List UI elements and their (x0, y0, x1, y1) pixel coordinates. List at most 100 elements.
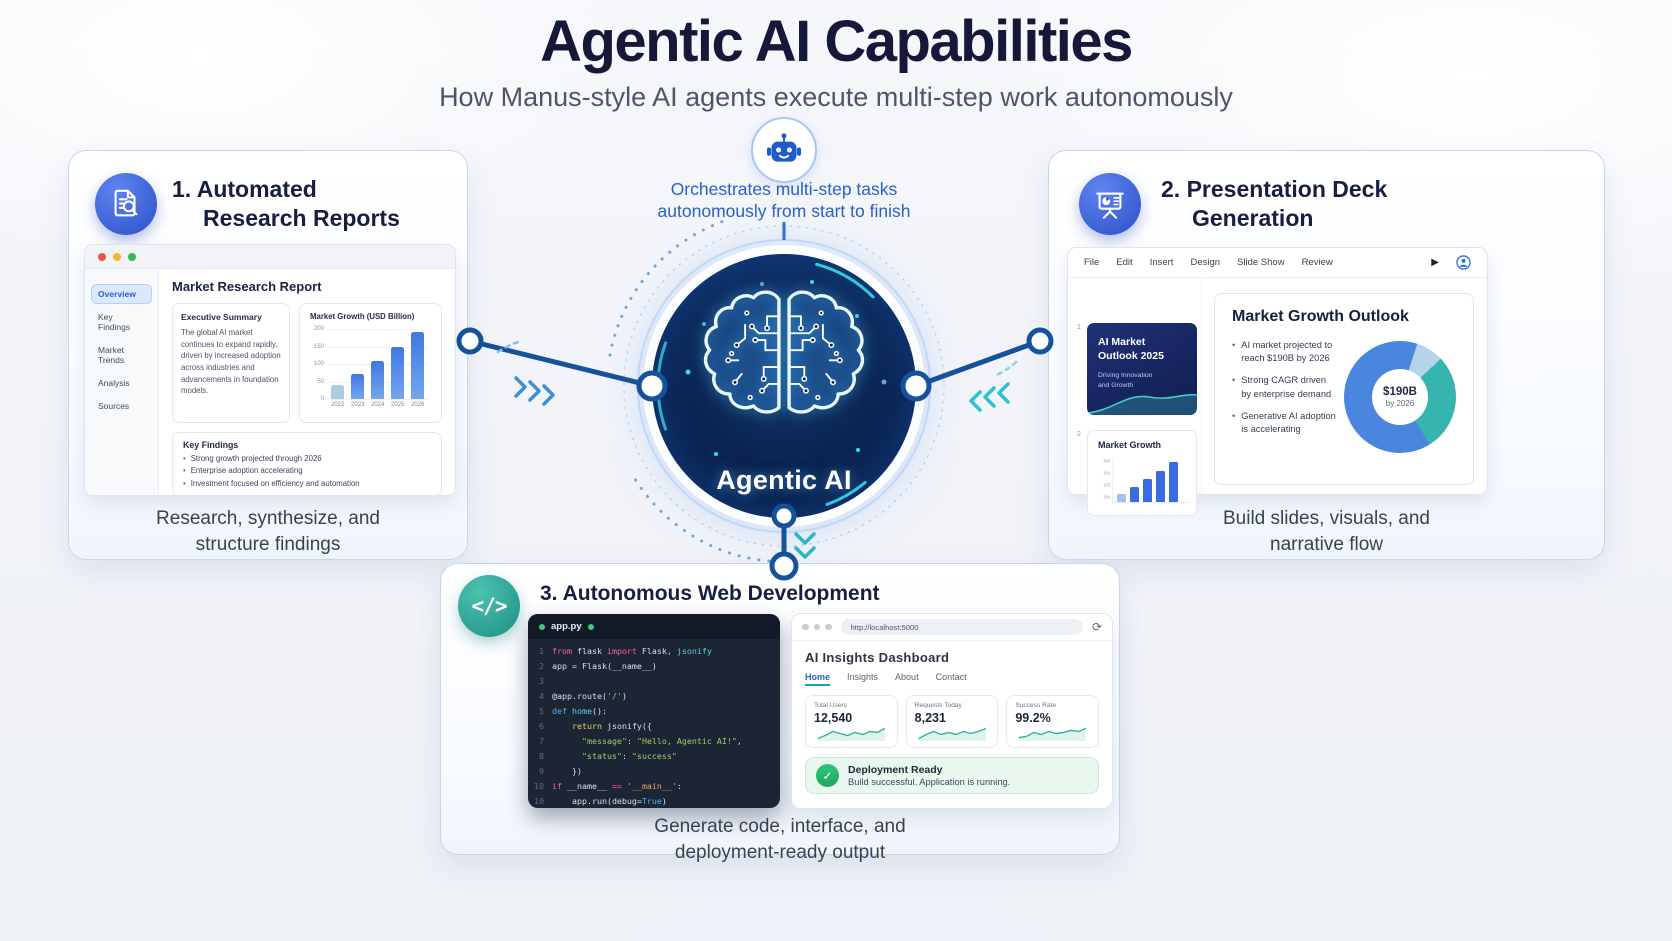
code-text: "status": "success" (581, 751, 677, 761)
maximize-window-dot[interactable] (128, 252, 136, 261)
y-tick-label: 50 (317, 378, 324, 385)
slide-bullet: •Strong CAGR driven by enterprise demand (1232, 375, 1332, 399)
card-presentation-deck-generation: 2. Presentation Deck Generation File Edit… (1048, 150, 1605, 560)
line-number: 2 (539, 661, 544, 671)
preview-browser-window: http://localhost:5000 ⟳ AI Insights Dash… (791, 613, 1113, 809)
gridline (327, 346, 429, 348)
key-finding-item: •Investment focused on efficiency and au… (183, 478, 360, 488)
hub-caption-line1: Orchestrates multi-step tasks (670, 179, 898, 199)
slide-bullet: •Generative AI adoption is accelerating (1232, 410, 1336, 434)
research-card-title: 1. Automated Research Reports (172, 175, 400, 233)
code-text: from flask import Flask, jsonify (552, 646, 712, 656)
stat-value: 8,231 (914, 711, 946, 725)
menu-item-slide-show[interactable]: Slide Show (1237, 257, 1285, 268)
x-tick-label: 2022 (331, 402, 345, 408)
gridline (327, 399, 429, 400)
banner-body: Build successful. Application is running… (848, 777, 1011, 787)
minimize-window-dot[interactable] (113, 252, 121, 261)
code-text: }) (552, 766, 582, 776)
hub-caption-line2: autonomously from start to finish (657, 201, 911, 222)
slides-menubar: File Edit Insert Design Slide Show Review ▶ (1068, 248, 1487, 278)
play-icon[interactable]: ▶ (1431, 257, 1439, 268)
report-heading: Market Research Report (172, 279, 322, 294)
menu-item-review[interactable]: Review (1301, 257, 1333, 268)
code-text: if __name__ == '__main__': (552, 781, 682, 791)
code-line: 3 (528, 674, 780, 689)
slide-thumbnails: 1 AI Market Outlook 2025 Driving Innovat… (1068, 278, 1202, 516)
browser-dot[interactable] (802, 623, 809, 631)
hub-caption: Orchestrates multi-step tasks autonomous… (584, 178, 984, 223)
dashboard-nav: Home Insights About Contact (805, 672, 1099, 686)
line-number: 3 (539, 676, 544, 686)
line-number: 10 (534, 796, 544, 806)
browser-dot[interactable] (813, 623, 820, 631)
refresh-icon[interactable]: ⟳ (1091, 620, 1102, 634)
mini-bar (1130, 487, 1139, 502)
bar-2024 (371, 360, 384, 399)
slide-bullet: •AI market projected to reach $190B by 2… (1232, 340, 1333, 364)
stat-label: Requests Today (914, 702, 962, 709)
sidebar-item-sources[interactable]: Sources (98, 401, 130, 411)
deck-card-title: 2. Presentation Deck Generation (1161, 175, 1387, 233)
x-tick-label: 2024 (371, 402, 385, 408)
key-finding-item: •Strong growth projected through 2026 (183, 453, 322, 463)
mini-bar (1169, 462, 1178, 502)
mini-bar (1156, 470, 1165, 502)
menu-item-insert[interactable]: Insert (1149, 257, 1174, 268)
deck-card-title-line2: Generation (1192, 204, 1314, 231)
mini-bars (1117, 462, 1178, 502)
webdev-card-number: 3. (540, 582, 558, 605)
sidebar-item-overview[interactable]: Overview (91, 284, 152, 304)
nav-item-about[interactable]: About (895, 672, 919, 682)
main-slide-title: Market Growth Outlook (1232, 308, 1409, 325)
code-line: 4@app.route('/') (528, 689, 780, 704)
chevrons-left-icon (969, 382, 1010, 412)
code-line: 8 "status": "success" (528, 749, 780, 764)
sidebar-item-key-findings[interactable]: Key Findings (98, 312, 131, 332)
banner-title: Deployment Ready (848, 764, 943, 776)
line-number: 8 (539, 751, 544, 761)
close-window-dot[interactable] (98, 252, 106, 261)
user-icon[interactable] (1456, 255, 1471, 270)
slide-1-thumbnail[interactable]: AI Market Outlook 2025 Driving Innovatio… (1087, 323, 1197, 415)
url-bar[interactable]: http://localhost:5000 (840, 619, 1083, 635)
sidebar-item-analysis[interactable]: Analysis (98, 378, 130, 388)
check-icon: ✓ (816, 764, 839, 787)
nav-item-contact[interactable]: Contact (935, 672, 967, 682)
mini-bar (1143, 478, 1152, 502)
nav-item-insights[interactable]: Insights (847, 672, 879, 682)
mini-tick-label: 300 (1103, 495, 1110, 501)
menu-item-file[interactable]: File (1084, 257, 1100, 268)
menu-item-design[interactable]: Design (1190, 257, 1221, 268)
sparkline-chart (918, 727, 986, 741)
key-findings-list: •Strong growth projected through 2026•En… (183, 454, 431, 488)
executive-summary-body: The global AI market continues to expand… (181, 328, 281, 396)
menu-item-edit[interactable]: Edit (1116, 257, 1133, 268)
code-text: @app.route('/') (552, 691, 627, 701)
report-main: Market Research Report Executive Summary… (159, 269, 455, 495)
donut-value: $190B (1383, 386, 1417, 398)
research-card-title-line1: Automated (196, 176, 317, 202)
x-tick-label: 2026 (411, 402, 425, 408)
editor-tab[interactable]: app.py (528, 614, 780, 639)
dashboard-heading: AI Insights Dashboard (805, 650, 950, 665)
menu-items: File Edit Insert Design Slide Show Review (1084, 257, 1333, 268)
sidebar-item-market-trends[interactable]: Market Trends (98, 345, 125, 365)
y-tick-label: 150 (313, 343, 324, 350)
line-number: 9 (539, 766, 544, 776)
wave-decoration (1087, 393, 1197, 415)
nav-item-home[interactable]: Home (805, 672, 831, 686)
browser-dot[interactable] (825, 623, 832, 631)
sparkline-chart (1019, 727, 1087, 741)
circuit-brain-icon (703, 290, 865, 414)
mini-tick-label: 300 (1103, 459, 1110, 465)
